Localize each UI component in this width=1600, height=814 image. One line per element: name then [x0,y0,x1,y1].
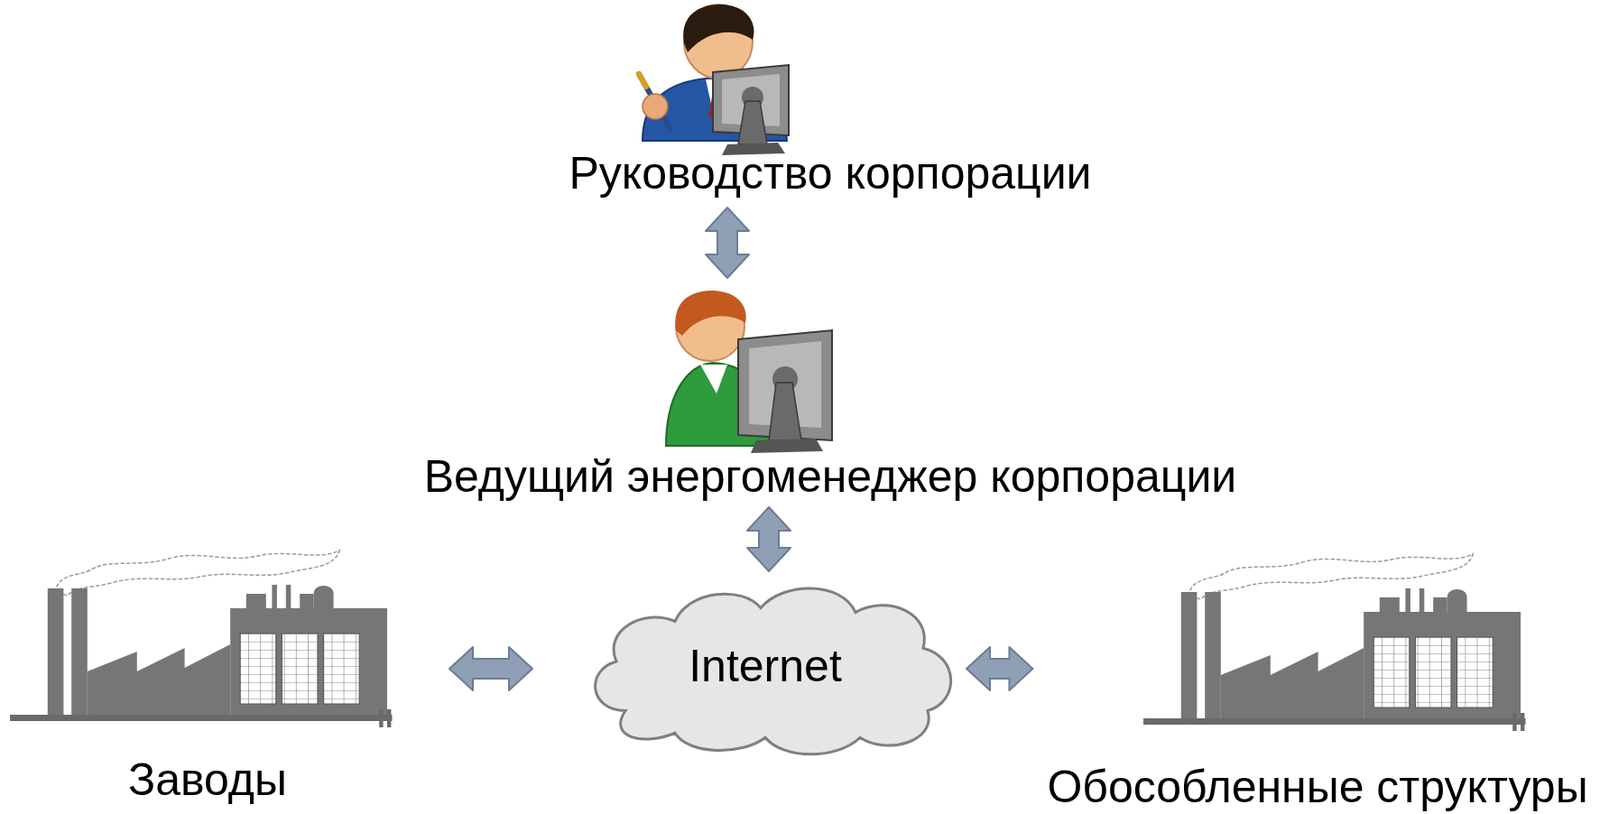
manager-icon [638,4,789,156]
node-label: Ведущий энергоменеджер корпорации [424,452,1238,502]
node-label: Заводы [128,755,287,805]
double-arrow [449,647,533,691]
node-label: Internet [688,641,842,692]
cloud-outline [595,588,952,755]
double-arrow [747,507,791,572]
node-label: Руководство корпорации [568,148,1092,199]
double-arrow [966,647,1033,691]
internet-cloud: Internet [571,576,960,756]
double-arrow [705,207,750,278]
node-label: Обособленные структуры [1046,762,1588,813]
energy-manager-node: Ведущий энергоменеджер корпорации [416,286,1245,502]
plants-node: Заводы [4,532,411,805]
management-node: Руководство корпорации [532,4,1129,199]
factory-icon [9,550,393,728]
branches-node: Обособленные структуры [1039,539,1595,813]
energy-manager-icon [665,290,833,454]
factory-icon [1143,554,1527,731]
